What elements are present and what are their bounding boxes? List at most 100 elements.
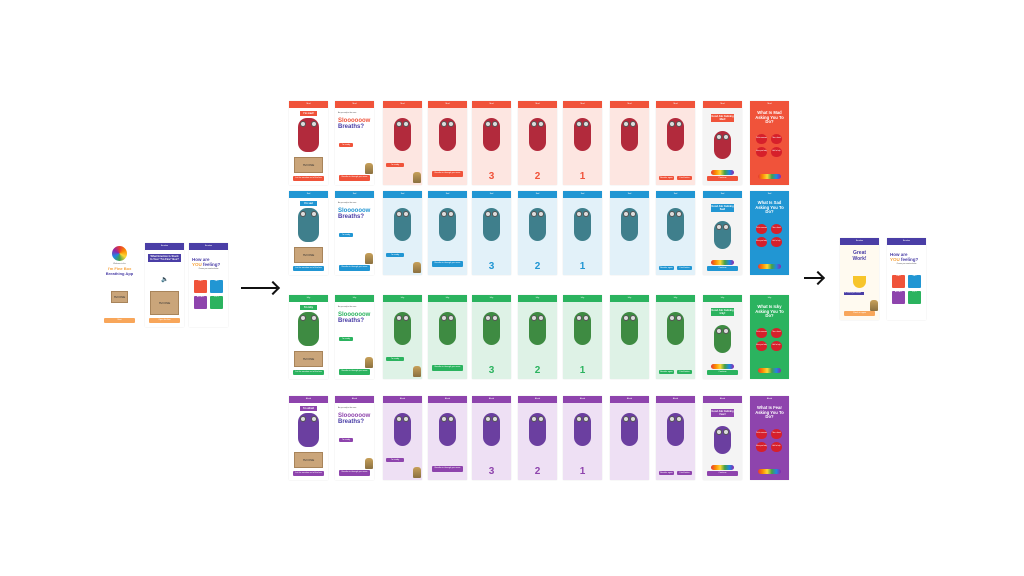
start-button[interactable]: Start (104, 318, 135, 323)
heart-option[interactable]: Talk to someone (756, 224, 767, 234)
heart-option[interactable]: Move your body (756, 341, 767, 351)
rainbow-mat (711, 170, 734, 175)
let-out-button[interactable]: Let the emotion out of the box (293, 176, 324, 181)
breaths-title-1: Sloooooow (338, 312, 371, 318)
feel-better-button[interactable]: I feel better (677, 176, 692, 180)
continue-button[interactable]: Continue (707, 370, 738, 375)
breathe-button[interactable]: Breathe in through your nose (339, 265, 370, 271)
eye-icon (448, 315, 454, 321)
eye-icon (583, 121, 589, 127)
feeling-title: How are YOU feeling? (890, 252, 918, 262)
emotion-character (483, 118, 500, 151)
breathe-button[interactable]: Breathe in through your nose (339, 175, 370, 181)
emotion-character (621, 312, 638, 345)
heart-option[interactable]: Talk to someone (756, 328, 767, 338)
heart-option[interactable]: Ask for help (771, 341, 782, 351)
emotion-character (529, 413, 546, 446)
heart-option[interactable]: Take a break (771, 328, 782, 338)
great-work-screen: Emotion Great Work! You calmed your emot… (840, 238, 879, 320)
heart-option[interactable]: Ask for help (771, 237, 782, 247)
im-fine-box: I'M FINE (294, 247, 323, 263)
breathe-button[interactable]: Breathe in through your nose (432, 466, 463, 472)
rainbow-mat (758, 174, 781, 179)
ready-button[interactable]: I'm ready (386, 458, 404, 462)
heart-option[interactable]: Move your body (756, 442, 767, 452)
continue-button[interactable]: Continue (707, 266, 738, 271)
breathe-again-button[interactable]: Breathe again (659, 176, 674, 180)
heart-option[interactable]: Move your body (756, 147, 767, 157)
feeling-tile-afraid[interactable]: AFRAID (892, 291, 905, 304)
eye-icon (716, 134, 722, 140)
rainbow-mat (758, 469, 781, 474)
eye-icon (669, 416, 675, 422)
screen-header: Afraid (383, 396, 422, 403)
eye-icon (623, 416, 629, 422)
heart-option[interactable]: Take a break (771, 134, 782, 144)
breathe-again-button[interactable]: Breathe again (659, 370, 674, 374)
ready-button[interactable]: I'm ready (339, 438, 353, 442)
breathe-button[interactable]: Breathe in through your nose (339, 369, 370, 375)
feeling-tile-icky[interactable]: ICKY (908, 291, 921, 304)
rainbow-mat (758, 264, 781, 269)
ready-button[interactable]: I'm ready (386, 357, 404, 361)
feeling-tile-icky[interactable]: ICKY (210, 296, 223, 309)
heart-option[interactable]: Talk to someone (756, 429, 767, 439)
heart-option[interactable]: Ask for help (771, 147, 782, 157)
breathe-again-button[interactable]: Breathe again (659, 471, 674, 475)
let-out-button[interactable]: Let the emotion out of the box (293, 471, 324, 476)
heart-option[interactable]: Take a break (771, 224, 782, 234)
feeling-select-screen: Emotion How are YOU feeling? Choose your… (189, 243, 228, 327)
breathe-button[interactable]: Breathe in through your nose (432, 171, 463, 177)
feel-better-button[interactable]: I feel better (677, 471, 692, 475)
speaker-icon[interactable]: 🔈 (161, 277, 169, 283)
ready-button[interactable]: I'm ready (339, 143, 353, 147)
trophy-icon (853, 276, 866, 288)
heart-option[interactable]: Talk to someone (756, 134, 767, 144)
eye-icon (485, 121, 491, 127)
feel-better-button[interactable]: I feel better (677, 370, 692, 374)
breathe-button[interactable]: Breathe in through your nose (432, 261, 463, 267)
feeling-tile-sad[interactable]: SAD (210, 280, 223, 293)
eye-icon (669, 121, 675, 127)
screen-header: Mad (472, 101, 511, 108)
ready-button[interactable]: I'm ready (386, 253, 404, 257)
screen-header: Afraid (656, 396, 695, 403)
mascot-icon (413, 467, 421, 478)
let-out-button[interactable]: Let the emotion out of the box (293, 370, 324, 375)
feeling-tile-afraid[interactable]: AFRAID (194, 296, 207, 309)
emotion-character (574, 118, 591, 151)
emotion-character (621, 208, 638, 241)
open-box-button[interactable]: Open the box (149, 318, 180, 323)
feeling-title: How are YOU feeling? (192, 257, 220, 267)
eye-icon (531, 121, 537, 127)
screen-header: Icky (703, 295, 742, 302)
let-out-button[interactable]: Let the emotion out of the box (293, 266, 324, 271)
question-title: What Is Sad Asking You To Do? (755, 200, 784, 215)
ready-button[interactable]: I'm ready (339, 337, 353, 341)
heart-option[interactable]: Move your body (756, 237, 767, 247)
eye-icon (311, 416, 317, 422)
breathe-again-button[interactable]: Breathe again (659, 266, 674, 270)
breathe-button[interactable]: Breathe in through your nose (432, 365, 463, 371)
eye-icon (492, 315, 498, 321)
heart-option[interactable]: Take a break (771, 429, 782, 439)
ready-button[interactable]: I'm ready (386, 163, 404, 167)
feeling-tile-mad[interactable]: MAD (892, 275, 905, 288)
feel-better-button[interactable]: I feel better (677, 266, 692, 270)
continue-button[interactable]: Continue (707, 176, 738, 181)
eye-icon (441, 211, 447, 217)
continue-button[interactable]: Continue (707, 471, 738, 476)
check-in-again-button[interactable]: Check in again (844, 311, 875, 316)
rainbow-mat (711, 465, 734, 470)
breathe-button[interactable]: Breathe in through your nose (339, 470, 370, 476)
feeling-select-screen-return: Emotion How are YOU feeling? Choose your… (887, 238, 926, 320)
feeling-tile-sad[interactable]: SAD (908, 275, 921, 288)
ready-button[interactable]: I'm ready (339, 233, 353, 237)
feeling-tile-mad[interactable]: MAD (194, 280, 207, 293)
heart-option[interactable]: Ask for help (771, 442, 782, 452)
breaths-title-1: Sloooooow (338, 118, 371, 124)
screen-header: Sad (518, 191, 557, 198)
